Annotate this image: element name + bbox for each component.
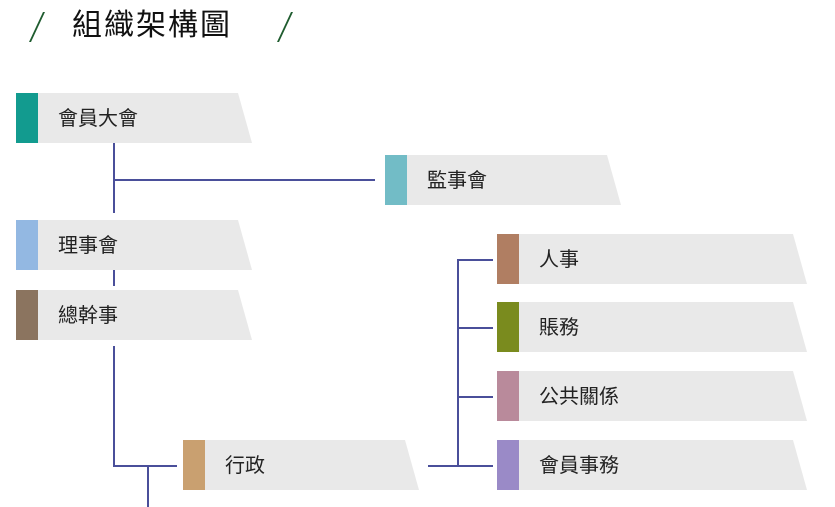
node-body [519,440,807,490]
node-accounting: 賬務 [497,302,807,352]
node-member-affairs: 會員事務 [497,440,807,490]
connector-dept-trunk [457,259,459,467]
node-color-bar [497,234,519,284]
node-supervisors: 監事會 [385,155,621,205]
connector-secretary-down [113,346,115,466]
connector-branch-down [147,465,149,507]
node-body [519,371,807,421]
connector-to-administration [113,465,177,467]
node-body [519,234,807,284]
node-body [38,290,252,340]
node-general-assembly: 會員大會 [16,93,252,143]
node-label: 賬務 [539,315,579,339]
connector-to-supervisors [113,179,375,181]
node-label: 行政 [225,453,265,477]
node-body [38,93,252,143]
left-slash-decoration [29,12,45,42]
node-board: 理事會 [16,220,252,270]
node-color-bar [16,220,38,270]
node-color-bar [16,93,38,143]
node-color-bar [497,440,519,490]
node-color-bar [183,440,205,490]
node-label: 總幹事 [58,303,118,327]
node-color-bar [16,290,38,340]
node-body [38,220,252,270]
connector-to-public-relations [457,396,493,398]
node-body [205,440,419,490]
node-secretary-general: 總幹事 [16,290,252,340]
connector-to-hr [457,259,493,261]
node-color-bar [385,155,407,205]
node-label: 理事會 [58,233,118,257]
node-color-bar [497,371,519,421]
connector-board-to-secretary [113,270,115,286]
node-body [519,302,807,352]
connector-admin-to-trunk [428,465,458,467]
right-slash-decoration [277,12,293,42]
node-label: 公共關係 [539,384,619,408]
node-label: 會員大會 [58,106,138,130]
node-hr: 人事 [497,234,807,284]
node-label: 人事 [539,247,579,271]
page-title: 組織架構圖 [72,8,232,43]
connector-to-member-affairs [457,465,493,467]
node-label: 會員事務 [539,453,619,477]
page-header: 組織架構圖 [28,2,328,48]
node-administration: 行政 [183,440,419,490]
node-color-bar [497,302,519,352]
connector-assembly-to-board [113,143,115,213]
node-body [407,155,621,205]
node-public-relations: 公共關係 [497,371,807,421]
connector-to-accounting [457,327,493,329]
node-label: 監事會 [427,168,487,192]
